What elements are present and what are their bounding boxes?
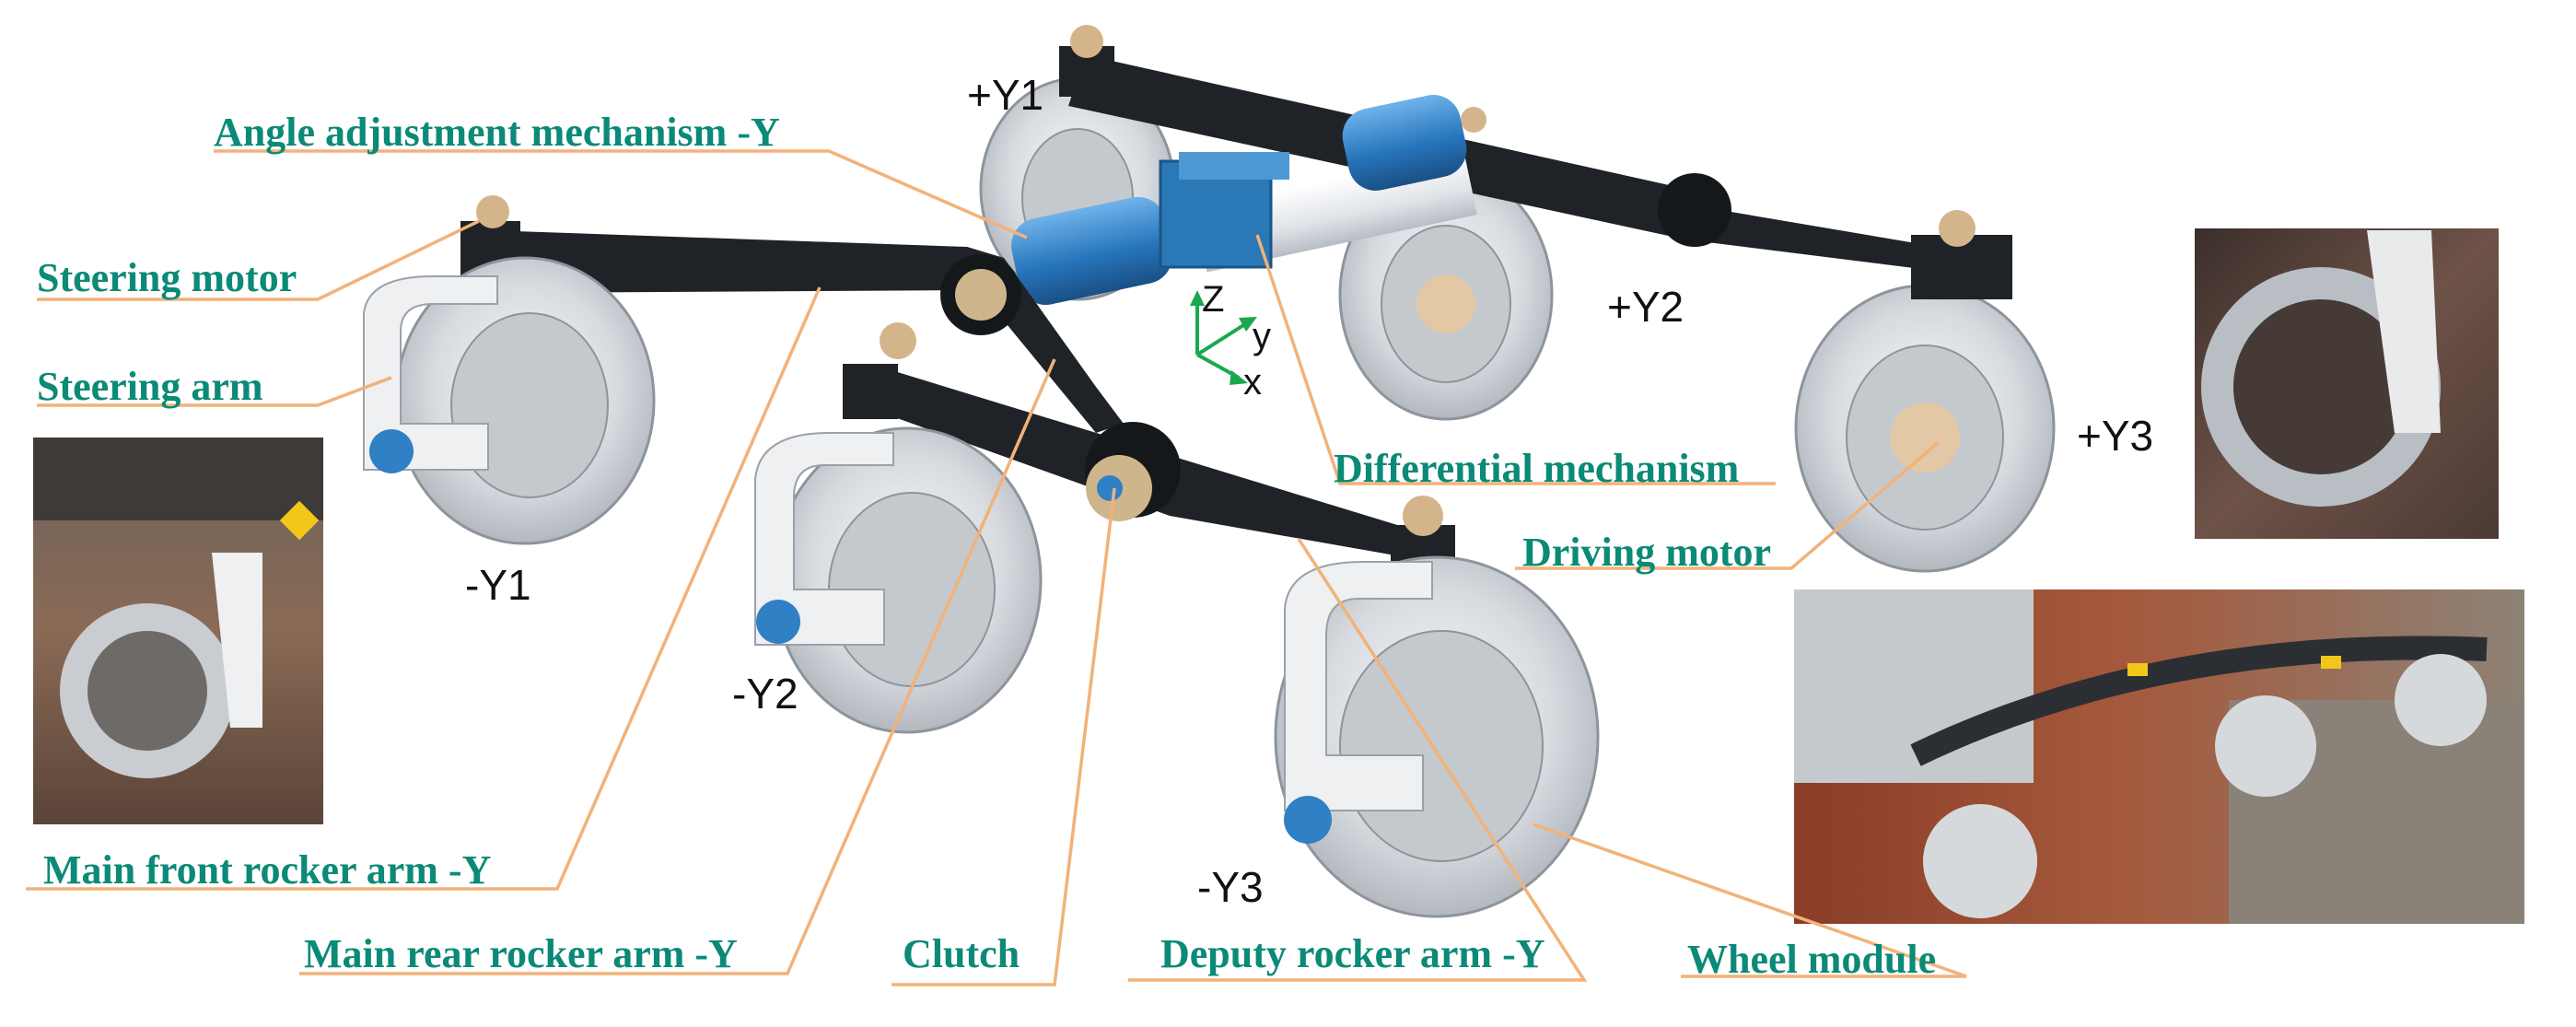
wheel-label-plus-y1: +Y1 (967, 71, 1044, 119)
pivot-plus-y (1658, 173, 1731, 247)
photo-inset-bottom-right (1794, 589, 2524, 924)
wheel-minus-y1 (394, 256, 656, 545)
leader-lines (26, 149, 1967, 986)
label-deputy-rocker: Deputy rocker arm -Y (1160, 931, 1545, 976)
label-wheel-module: Wheel module (1687, 937, 1937, 982)
wheel-label-minus-y2: -Y2 (732, 670, 798, 718)
rover-model (363, 25, 2056, 918)
label-main-front-rocker: Main front rocker arm -Y (43, 847, 492, 893)
wheel-label-plus-y3: +Y3 (2077, 412, 2154, 460)
coordinate-axes (1190, 290, 1257, 385)
steering-arm-minus-y1 (363, 275, 498, 471)
leader-main-front-rocker (26, 286, 822, 891)
wheel-minus-y2 (772, 426, 1043, 734)
blue-tube-left (1011, 196, 1172, 305)
leader-angle-adjustment (214, 149, 1028, 239)
wheel-label-minus-y3: -Y3 (1197, 863, 1264, 911)
leader-steering-motor (37, 219, 480, 301)
label-main-rear-rocker: Main rear rocker arm -Y (304, 931, 738, 976)
label-driving-motor: Driving motor (1522, 530, 1772, 575)
wheel-label-plus-y2: +Y2 (1607, 283, 1684, 331)
leader-clutch (892, 487, 1116, 986)
label-steering-motor: Steering motor (37, 255, 297, 300)
leader-driving-motor (1515, 440, 1941, 570)
axis-label-y: y (1253, 316, 1271, 356)
leader-deputy-rocker (1128, 538, 1588, 982)
wheel-label-minus-y1: -Y1 (465, 561, 531, 609)
label-steering-arm: Steering arm (37, 364, 263, 409)
rocker-arm-plus-y (1068, 55, 1980, 276)
photo-inset-left (33, 438, 323, 824)
photo-inset-top-right (2195, 228, 2499, 539)
label-clutch: Clutch (903, 931, 1020, 976)
wheel-plus-y3 (1794, 284, 2056, 573)
leader-main-rear-rocker (299, 358, 1056, 975)
leader-differential (1255, 234, 1776, 485)
leader-steering-arm (37, 376, 392, 407)
axis-label-z: Z (1202, 279, 1225, 320)
axis-label-x: x (1243, 362, 1262, 403)
leader-wheel-module (1533, 823, 1967, 978)
steering-arm-minus-y3 (1284, 561, 1433, 811)
steering-arm-minus-y2 (754, 432, 894, 646)
angle-adjustment-hub (955, 269, 1007, 321)
blue-tube-right (1342, 95, 1467, 191)
label-differential: Differential mechanism (1334, 446, 1740, 491)
label-angle-adjustment: Angle adjustment mechanism -Y (214, 110, 780, 155)
